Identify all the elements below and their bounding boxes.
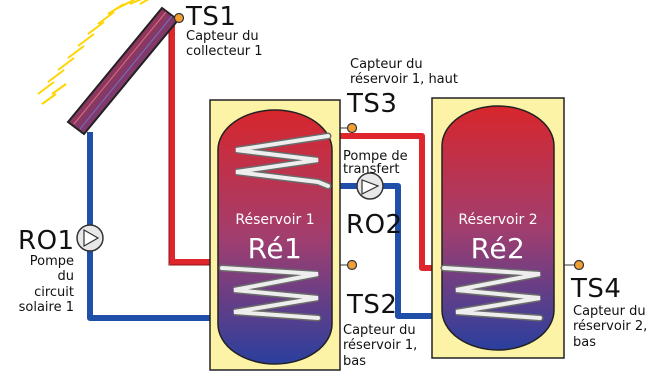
ts4-sensor-dot	[573, 259, 585, 271]
ts4-description: Capteur du réservoir 2, bas	[573, 304, 648, 350]
ts2-description: Capteur du réservoir 1, bas	[343, 323, 418, 369]
solar-collector	[66, 6, 180, 136]
ts3-label: TS3	[347, 89, 398, 119]
ts1-sensor-dot	[173, 12, 185, 24]
hot-pipes-outline	[168, 24, 210, 266]
tank-1	[209, 99, 341, 371]
tank-1-name: Réservoir 1	[235, 212, 315, 228]
ro1-description: Pompe du circuit solaire 1	[18, 254, 74, 315]
sensor-dots	[173, 12, 585, 271]
ro2-label: RO2	[346, 210, 403, 240]
pump-ro2-icon	[356, 172, 384, 200]
ro1-label: RO1	[18, 226, 75, 256]
tank-1-code: Ré1	[247, 232, 303, 265]
tank-2	[431, 97, 565, 359]
ts1-description: Capteur du collecteur 1	[186, 29, 263, 60]
ts3-description: Capteur du réservoir 1, haut	[350, 57, 458, 88]
ts4-label: TS4	[571, 274, 622, 304]
tank-2-code: Ré2	[470, 232, 526, 265]
ts3-sensor-dot	[346, 122, 358, 134]
tank-2-name: Réservoir 2	[458, 212, 538, 228]
ro2-description: Pompe de transfert	[343, 149, 408, 177]
pump-ro1-icon	[76, 224, 104, 252]
ts2-sensor-dot	[346, 259, 358, 271]
sun-rays	[37, 0, 150, 105]
ts2-label: TS2	[347, 290, 398, 320]
ts1-label: TS1	[186, 2, 237, 32]
